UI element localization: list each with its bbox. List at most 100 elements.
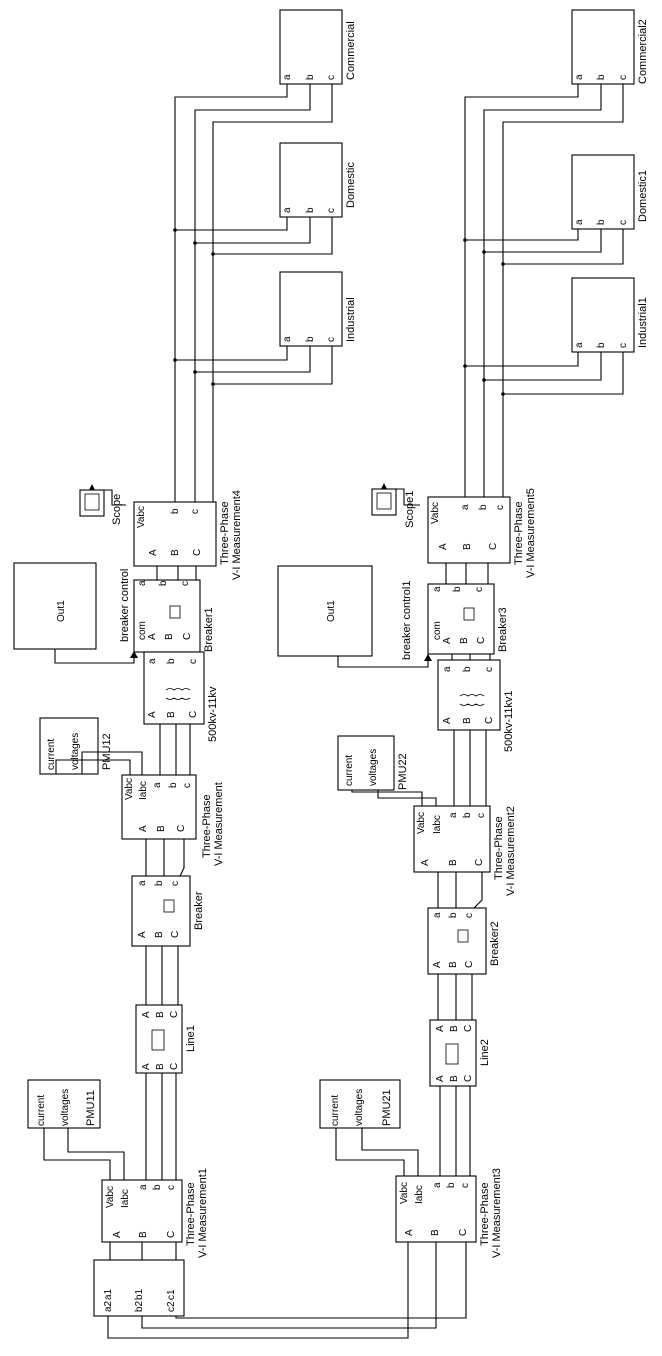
svg-text:A: A bbox=[138, 825, 149, 832]
svg-text:a: a bbox=[147, 658, 158, 664]
svg-text:Vabc: Vabc bbox=[136, 506, 147, 528]
svg-text:B: B bbox=[462, 717, 473, 724]
measurement1-block[interactable]: Vabc Iabc A B C a b c Three-Phase V-I Me… bbox=[101, 1168, 209, 1258]
svg-text:B: B bbox=[448, 859, 459, 866]
label-meas5: V-I Measurement5 bbox=[525, 488, 537, 578]
svg-text:a1: a1 bbox=[103, 1288, 114, 1300]
measurement2-block[interactable]: Vabc Iabc A B C a b c Three-Phase V-I Me… bbox=[413, 805, 517, 896]
breaker-control-block[interactable]: Out1 breaker control bbox=[13, 562, 131, 650]
svg-text:c: c bbox=[476, 813, 487, 818]
svg-text:b: b bbox=[462, 666, 473, 672]
svg-text:A: A bbox=[438, 543, 449, 550]
svg-text:c: c bbox=[495, 505, 506, 510]
svg-text:A: A bbox=[137, 931, 148, 938]
line1-block[interactable]: A B C A B C Line1 bbox=[135, 1004, 197, 1074]
svg-text:b: b bbox=[168, 782, 179, 788]
svg-text:B: B bbox=[154, 931, 165, 938]
svg-text:c: c bbox=[474, 587, 485, 592]
scope-block[interactable]: Scope bbox=[79, 489, 123, 525]
svg-text:b: b bbox=[462, 812, 473, 818]
wires-line1-breaker bbox=[145, 946, 179, 1005]
label-commercial2: Commercial2 bbox=[637, 19, 649, 84]
wires-b3-m5 bbox=[445, 563, 489, 584]
svg-text:c: c bbox=[618, 75, 629, 80]
svg-text:a: a bbox=[282, 336, 293, 342]
breaker-control1-block[interactable]: Out1 breaker control1 bbox=[277, 565, 413, 660]
svg-text:a: a bbox=[138, 1184, 149, 1190]
svg-text:B: B bbox=[155, 1011, 166, 1018]
wires-pmu11 bbox=[43, 1128, 125, 1180]
load-commercial[interactable]: a b c Commercial bbox=[279, 9, 357, 85]
svg-text:c: c bbox=[180, 581, 191, 586]
measurement-block[interactable]: Vabc Iabc A B C a b c Three-Phase V-I Me… bbox=[121, 774, 225, 866]
svg-text:Iabc: Iabc bbox=[432, 815, 443, 834]
svg-text:C: C bbox=[169, 1063, 180, 1070]
label-breaker-control: breaker control bbox=[119, 569, 131, 642]
label-pmu11: PMU11 bbox=[85, 1090, 97, 1126]
load-domestic[interactable]: a b c Domestic bbox=[279, 142, 357, 218]
transformer2-block[interactable]: a b c A B C 500kv-11kv1 bbox=[437, 659, 515, 752]
wire-scope bbox=[92, 489, 126, 506]
svg-text:b: b bbox=[305, 336, 316, 342]
svg-text:a: a bbox=[432, 1182, 443, 1188]
svg-text:a: a bbox=[282, 207, 293, 213]
label-domestic: Domestic bbox=[345, 162, 357, 208]
load-industrial1[interactable]: a b c Industrial1 bbox=[571, 277, 649, 353]
svg-text:C: C bbox=[169, 1011, 180, 1018]
transformer1-block[interactable]: a b c A B C 500kv-11kv bbox=[143, 651, 219, 742]
pmu21-block[interactable]: current voltages PMU21 bbox=[319, 1079, 401, 1129]
svg-text:C: C bbox=[463, 1075, 474, 1082]
svg-text:a: a bbox=[574, 74, 585, 80]
measurement3-block[interactable]: Vabc Iabc A B C a b c Three-Phase V-I Me… bbox=[395, 1168, 503, 1258]
wires-m3-l2 bbox=[439, 1086, 471, 1176]
svg-text:com: com bbox=[137, 621, 148, 640]
svg-text:Vabc: Vabc bbox=[399, 1182, 410, 1204]
label-line2: Line2 bbox=[479, 1039, 491, 1066]
svg-text:b: b bbox=[154, 880, 165, 886]
source-block[interactable]: a1 b1 c1 a2 b2 c2 bbox=[93, 1259, 185, 1317]
load-commercial2[interactable]: a b c Commercial2 bbox=[571, 9, 649, 85]
label-meas2: V-I Measurement2 bbox=[505, 806, 517, 896]
wires-meas-tf1 bbox=[159, 724, 191, 775]
label-breaker2: Breaker2 bbox=[489, 921, 501, 966]
breaker-block[interactable]: a b c A B C Breaker bbox=[131, 875, 205, 947]
wires-breaker-meas bbox=[145, 839, 185, 877]
svg-text:a: a bbox=[574, 219, 585, 225]
svg-text:a: a bbox=[574, 342, 585, 348]
svg-text:c: c bbox=[618, 220, 629, 225]
label-pmu21: PMU21 bbox=[381, 1089, 393, 1126]
upper-load-bus bbox=[173, 84, 333, 502]
svg-text:B: B bbox=[448, 961, 459, 968]
measurement5-block[interactable]: Vabc A B C a b c Three-Phase V-I Measure… bbox=[427, 488, 537, 578]
svg-text:Vabc: Vabc bbox=[124, 778, 135, 800]
pmu22-block[interactable]: current voltages PMU22 bbox=[337, 735, 409, 791]
scope1-block[interactable]: Scope1 bbox=[371, 488, 416, 528]
pmu11-block[interactable]: current voltages PMU11 bbox=[27, 1079, 101, 1129]
svg-text:A: A bbox=[147, 633, 158, 640]
breaker2-block[interactable]: a b c A B C Breaker2 bbox=[427, 907, 501, 975]
label-breaker1: Breaker1 bbox=[203, 607, 215, 652]
svg-text:c: c bbox=[484, 667, 495, 672]
svg-text:Three-Phase: Three-Phase bbox=[493, 816, 505, 880]
svg-text:C: C bbox=[166, 1231, 177, 1238]
breaker3-block[interactable]: com a b c A B C Breaker3 bbox=[427, 583, 509, 655]
svg-text:current: current bbox=[46, 739, 57, 770]
load-domestic1[interactable]: a b c Domestic1 bbox=[571, 154, 649, 230]
wires-meas1-line1 bbox=[145, 1073, 177, 1180]
svg-text:B: B bbox=[170, 549, 181, 556]
pmu12-block[interactable]: current voltages PMU12 bbox=[39, 717, 113, 775]
measurement4-block[interactable]: Vabc A B C b c Three-Phase V-I Measureme… bbox=[133, 490, 243, 580]
svg-text:Three-Phase: Three-Phase bbox=[185, 1182, 197, 1246]
label-breaker3: Breaker3 bbox=[497, 607, 509, 652]
load-industrial[interactable]: a b c Industrial bbox=[279, 271, 357, 347]
svg-text:B: B bbox=[166, 711, 177, 718]
svg-text:B: B bbox=[155, 1063, 166, 1070]
svg-text:A: A bbox=[112, 1231, 123, 1238]
label-commercial: Commercial bbox=[345, 21, 357, 80]
svg-text:Iabc: Iabc bbox=[138, 781, 149, 800]
svg-text:A: A bbox=[147, 711, 158, 718]
svg-text:current: current bbox=[36, 1095, 47, 1126]
line2-block[interactable]: A B C A B C Line2 bbox=[429, 1019, 491, 1087]
breaker1-block[interactable]: com a b c A B C Breaker1 bbox=[133, 579, 215, 653]
